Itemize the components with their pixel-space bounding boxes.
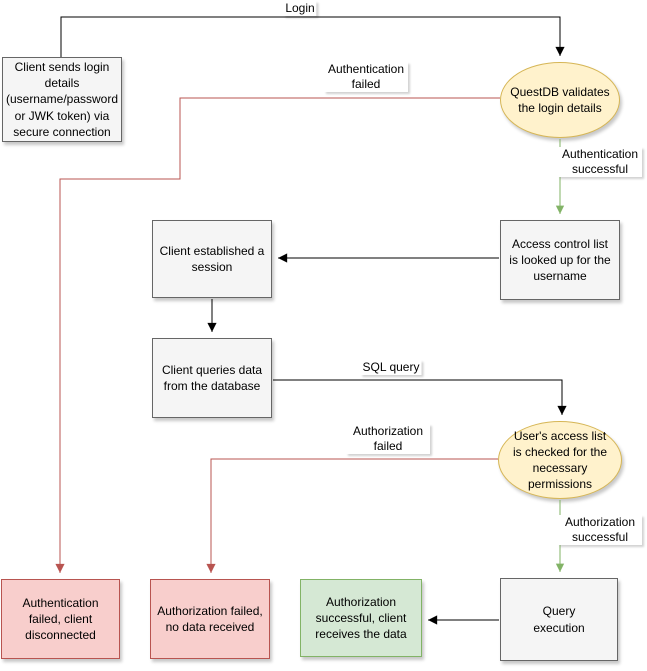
node-label: User's access list is checked for the ne… — [512, 428, 608, 492]
node-acl-lookup: Access control list is looked up for the… — [500, 220, 620, 300]
edge-label-authentication-successful: Authentication successful — [558, 147, 642, 177]
node-label: Client established a session — [159, 243, 265, 274]
node-authorization-failed: Authorization failed, no data received — [150, 579, 270, 659]
edge-authorization-failed — [206, 458, 498, 573]
node-questdb-validates: QuestDB validates the login details — [500, 62, 620, 138]
edge-label-authorization-failed: Authorization failed — [346, 424, 430, 454]
node-authorization-successful: Authorization successful, client receive… — [300, 579, 422, 657]
node-client-queries: Client queries data from the database — [152, 338, 272, 418]
edge-sql-query — [273, 379, 567, 415]
edge-label-authorization-successful: Authorization successful — [558, 515, 642, 545]
edge-authentication-failed — [55, 97, 500, 573]
node-access-check: User's access list is checked for the ne… — [498, 421, 622, 499]
edge-label-authentication-failed: Authentication failed — [324, 62, 408, 92]
edge-label-sql-query: SQL query — [360, 360, 422, 375]
node-label: Client sends login details (username/pas… — [5, 60, 119, 139]
node-label: Authorization successful, client receive… — [315, 594, 407, 642]
edge-login — [60, 16, 565, 57]
node-label: Authorization failed, no data received — [157, 603, 263, 634]
node-label: Authentication failed, client disconnect… — [22, 595, 99, 643]
node-query-execution: Query execution — [500, 578, 618, 661]
node-client-sends-login: Client sends login details (username/pas… — [2, 57, 122, 142]
edge-label-login: Login — [283, 1, 317, 16]
node-label: QuestDB validates the login details — [510, 84, 610, 115]
node-label: Client queries data from the database — [161, 362, 263, 393]
node-label: Access control list is looked up for the… — [509, 236, 611, 284]
node-session-established: Client established a session — [152, 220, 272, 298]
node-authentication-failed: Authentication failed, client disconnect… — [1, 579, 120, 659]
node-label: Query execution — [533, 604, 585, 635]
